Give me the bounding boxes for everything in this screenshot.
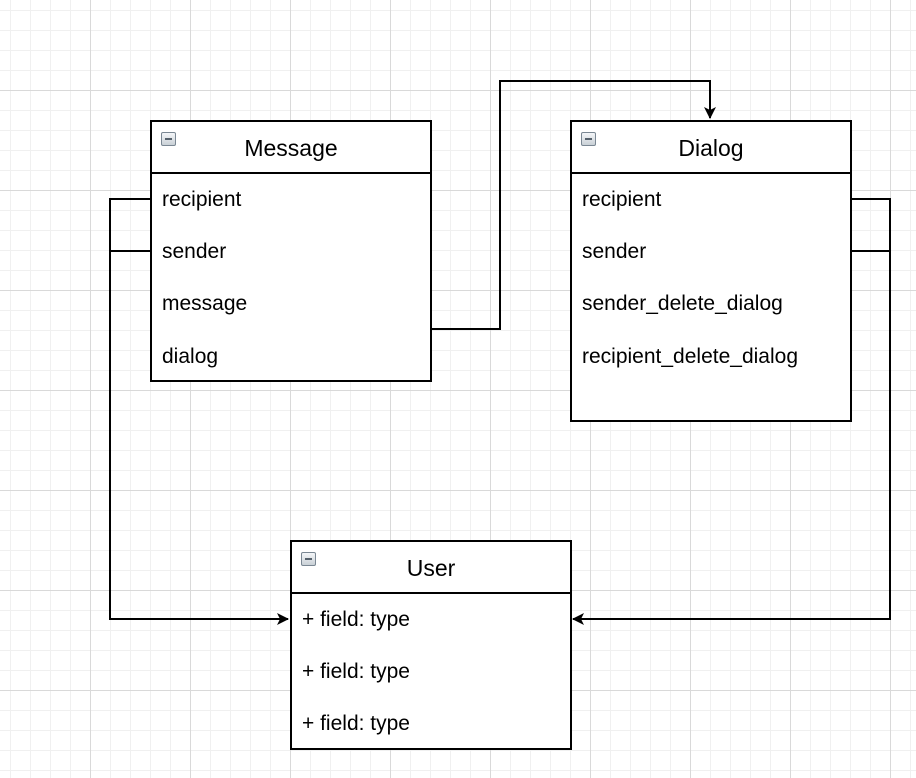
collapse-icon[interactable] <box>301 552 316 566</box>
class-message-field-message[interactable]: message <box>162 292 248 315</box>
class-dialog-field-recipient-delete-dialog[interactable]: recipient_delete_dialog <box>582 345 798 368</box>
class-dialog-title: Dialog <box>678 135 744 161</box>
class-user[interactable]: User + field: type + field: type + field… <box>290 540 572 750</box>
class-message-field-recipient[interactable]: recipient <box>162 188 242 211</box>
class-message-header[interactable]: Message <box>152 122 430 174</box>
connector-message-dialog-to-dialog[interactable] <box>431 80 716 330</box>
class-dialog-field-sender-delete-dialog[interactable]: sender_delete_dialog <box>582 292 783 315</box>
class-user-title: User <box>406 555 456 581</box>
class-user-field[interactable]: + field: type <box>302 660 410 683</box>
class-dialog-header[interactable]: Dialog <box>572 122 850 174</box>
collapse-icon[interactable] <box>581 132 596 146</box>
class-user-field[interactable]: + field: type <box>302 608 410 631</box>
class-dialog-field-sender[interactable]: sender <box>582 240 647 263</box>
class-message[interactable]: Message recipient sender message dialog <box>150 120 432 382</box>
connector-message-recipient-to-user[interactable] <box>109 198 289 625</box>
class-message-field-sender[interactable]: sender <box>162 240 227 263</box>
class-dialog-field-recipient[interactable]: recipient <box>582 188 662 211</box>
class-user-header[interactable]: User <box>292 542 570 594</box>
connector-dialog-recipient-to-user[interactable] <box>572 198 891 625</box>
class-user-field[interactable]: + field: type <box>302 712 410 735</box>
collapse-icon[interactable] <box>161 132 176 146</box>
class-dialog[interactable]: Dialog recipient sender sender_delete_di… <box>570 120 852 422</box>
class-message-field-dialog[interactable]: dialog <box>162 345 219 368</box>
class-message-title: Message <box>244 135 338 161</box>
